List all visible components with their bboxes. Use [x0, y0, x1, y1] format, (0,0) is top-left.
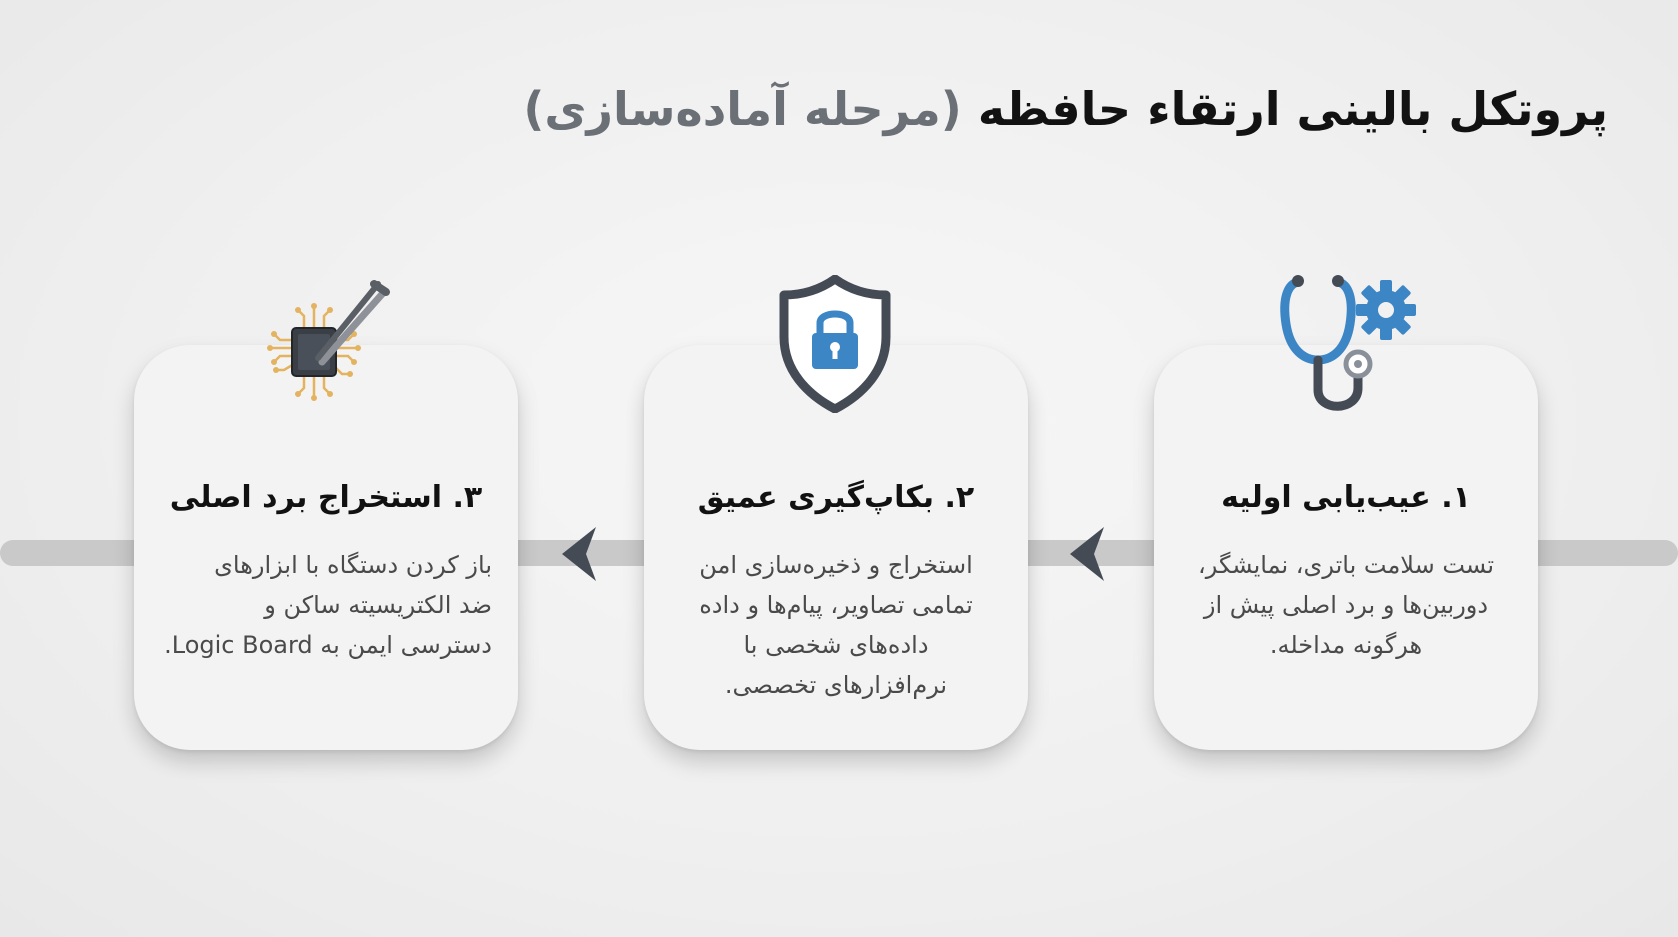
title-main: پروتکل بالینی ارتقاء حافظه: [977, 82, 1608, 136]
chip-tweezers-icon: [267, 280, 390, 401]
flow-arrow-icon: [1070, 527, 1104, 581]
shield-lock-icon: [779, 275, 891, 413]
description-line: هرگونه مداخله.: [1269, 631, 1423, 659]
title-sub: (مرحله آماده‌سازی): [523, 82, 962, 136]
step-title-board-extraction: ۳. استخراج برد اصلی: [169, 480, 483, 515]
step-description-diagnostics: تست سلامت باتری، نمایشگر، دوربین‌ها و بر…: [1176, 545, 1516, 665]
step-description-backup: استخراج و ذخیره‌سازی امن تمامی تصاویر، پ…: [666, 545, 1006, 705]
step-title-backup: ۲. بکاپ‌گیری عمیق: [697, 480, 975, 515]
page-title: پروتکل بالینی ارتقاء حافظه (مرحله آماده‌…: [523, 82, 1608, 136]
description-line: استخراج و ذخیره‌سازی امن: [699, 551, 973, 579]
flow-arrow-icon: [562, 527, 596, 581]
step-card-board-extraction: [134, 345, 518, 750]
description-line: تمامی تصاویر، پیام‌ها و داده: [699, 591, 973, 619]
step-title-diagnostics: ۱. عیب‌یابی اولیه: [1221, 480, 1471, 515]
description-line: دسترسی ایمن به Logic Board.: [164, 631, 492, 659]
description-line: باز کردن دستگاه با ابزارهای: [214, 551, 492, 579]
description-line: نرم‌افزارهای تخصصی.: [724, 671, 948, 699]
step-card-diagnostics: [1154, 345, 1538, 750]
step-description-board-extraction: باز کردن دستگاه با ابزارهای ضد الکتریسیت…: [152, 545, 492, 665]
description-line: دوربین‌ها و برد اصلی پیش از: [1203, 591, 1489, 619]
description-line: ضد الکتریسیته ساکن و: [264, 591, 492, 619]
stethoscope-gear-icon: [1280, 275, 1416, 411]
description-line: داده‌های شخصی با: [743, 631, 929, 659]
description-line: تست سلامت باتری، نمایشگر،: [1197, 551, 1495, 579]
